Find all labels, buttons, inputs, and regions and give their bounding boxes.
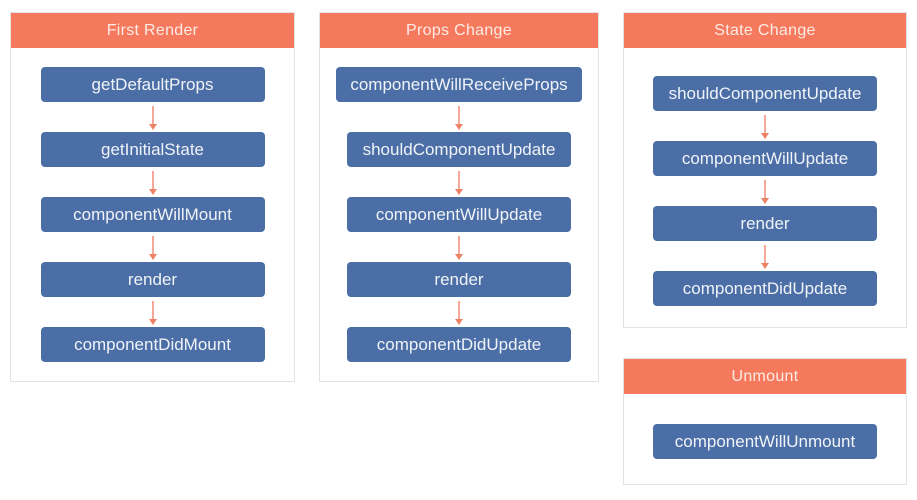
arrow-down-icon — [455, 297, 463, 327]
arrow-head-icon — [455, 319, 463, 325]
arrow-head-icon — [148, 189, 157, 195]
arrow-line — [458, 236, 460, 254]
lifecycle-method-node: render — [40, 262, 265, 297]
arrow-head-icon — [148, 254, 157, 260]
arrow-down-icon — [455, 232, 463, 262]
panel-title-first-render: First Render — [11, 13, 294, 48]
lifecycle-method-node: getDefaultProps — [40, 67, 265, 102]
arrow-line — [458, 171, 460, 189]
arrow-line — [151, 236, 154, 254]
arrow-down-icon — [761, 241, 769, 271]
arrow-down-icon — [148, 232, 157, 262]
panel-body: shouldComponentUpdate componentWillUpdate… — [624, 48, 906, 327]
arrow-head-icon — [761, 263, 769, 269]
arrow-down-icon — [148, 297, 157, 327]
lifecycle-method-node: componentDidUpdate — [347, 327, 571, 362]
lifecycle-method-node: componentWillUpdate — [653, 141, 877, 176]
arrow-line — [151, 171, 154, 189]
arrow-down-icon — [148, 167, 157, 197]
arrow-head-icon — [761, 133, 769, 139]
panel-title-props-change: Props Change — [320, 13, 598, 48]
panel-body: componentWillReceiveProps shouldComponent… — [320, 48, 598, 381]
lifecycle-method-node: getInitialState — [40, 132, 265, 167]
arrow-line — [458, 106, 460, 124]
arrow-head-icon — [148, 124, 157, 130]
arrow-head-icon — [148, 319, 157, 325]
panel-first-render: First Render getDefaultProps getInitialSta… — [10, 12, 295, 382]
arrow-head-icon — [455, 254, 463, 260]
panel-props-change: Props Change componentWillReceiveProps sho… — [319, 12, 599, 382]
panel-state-change: State Change shouldComponentUpdate compone… — [623, 12, 907, 328]
lifecycle-method-node: componentDidMount — [40, 327, 265, 362]
arrow-line — [764, 245, 766, 263]
lifecycle-method-node: shouldComponentUpdate — [653, 76, 877, 111]
arrow-down-icon — [455, 167, 463, 197]
column-state-change-and-unmount: State Change shouldComponentUpdate compone… — [623, 12, 907, 485]
arrow-down-icon — [761, 111, 769, 141]
arrow-down-icon — [455, 102, 463, 132]
arrow-down-icon — [148, 102, 157, 132]
arrow-line — [764, 180, 766, 198]
arrow-head-icon — [455, 124, 463, 130]
lifecycle-method-node: componentWillMount — [40, 197, 265, 232]
arrow-line — [151, 301, 154, 319]
lifecycle-method-node: shouldComponentUpdate — [347, 132, 571, 167]
arrow-line — [151, 106, 154, 124]
lifecycle-method-node: componentWillUpdate — [347, 197, 571, 232]
lifecycle-method-node: componentWillReceiveProps — [336, 67, 582, 102]
arrow-down-icon — [761, 176, 769, 206]
lifecycle-method-node: componentWillUnmount — [653, 424, 877, 459]
lifecycle-method-node: render — [653, 206, 877, 241]
arrow-head-icon — [455, 189, 463, 195]
arrow-line — [458, 301, 460, 319]
column-props-change: Props Change componentWillReceiveProps sho… — [319, 12, 599, 382]
lifecycle-method-node: componentDidUpdate — [653, 271, 877, 306]
panel-unmount: Unmount componentWillUnmount — [623, 358, 907, 485]
panel-title-state-change: State Change — [624, 13, 906, 48]
panel-body: componentWillUnmount — [624, 394, 906, 484]
lifecycle-method-node: render — [347, 262, 571, 297]
arrow-line — [764, 115, 766, 133]
column-first-render: First Render getDefaultProps getInitialSta… — [10, 12, 295, 382]
arrow-head-icon — [761, 198, 769, 204]
panel-body: getDefaultProps getInitialState componentW… — [11, 48, 294, 381]
panel-title-unmount: Unmount — [624, 359, 906, 394]
